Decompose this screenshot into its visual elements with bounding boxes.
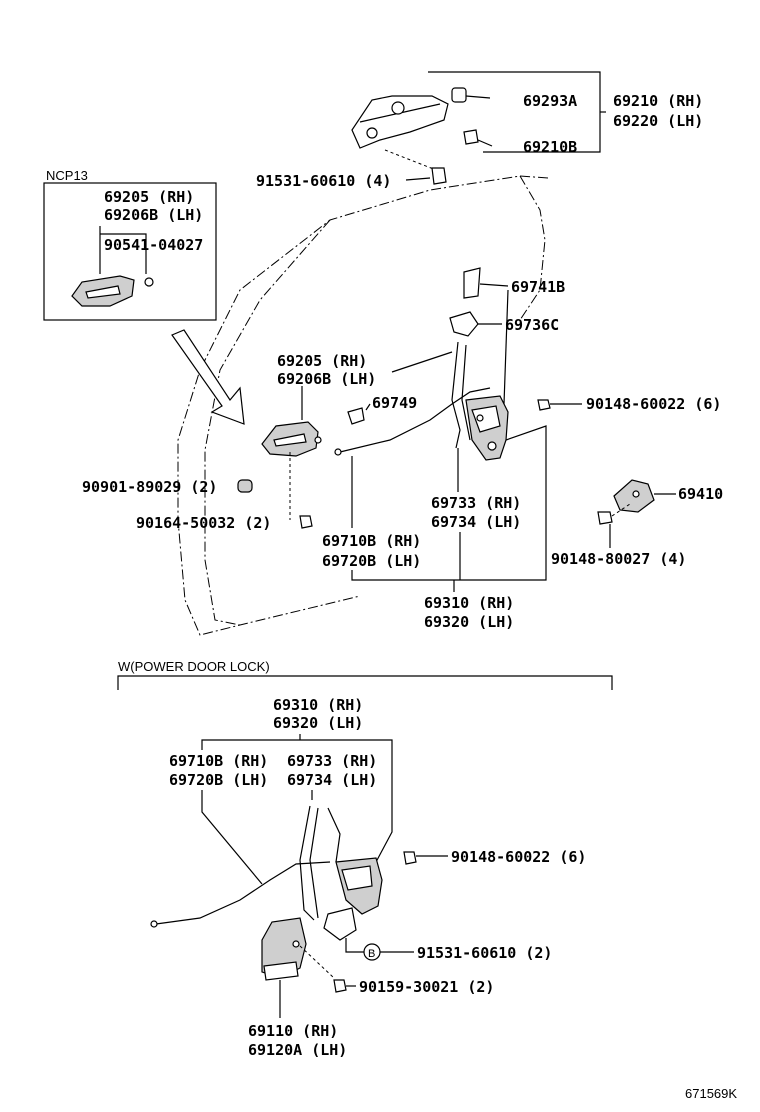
part-label-69293a: 69293A xyxy=(523,92,577,110)
ncp-inside-handle xyxy=(71,275,135,307)
ncp-label-90541: 90541-04027 xyxy=(104,236,203,254)
pl-label-69733-rh: 69733 (RH) xyxy=(287,752,377,770)
pl-label-90148-60022: 90148-60022 (6) xyxy=(451,848,586,866)
mid-label-69206b-lh: 69206B (LH) xyxy=(277,370,376,388)
pl-label-91531: 91531-60610 (2) xyxy=(417,944,552,962)
release-cable xyxy=(339,387,491,453)
pl-rod-a xyxy=(299,805,315,921)
part-69749 xyxy=(347,407,365,425)
power-lock-bracket xyxy=(117,675,613,690)
outside-door-handle xyxy=(351,95,449,149)
part-label-69210b: 69210B xyxy=(523,138,577,156)
door-striker-69410 xyxy=(613,479,655,513)
dash-handle-bolt xyxy=(384,149,437,171)
pl-cable-end xyxy=(150,920,158,928)
ncp13-inset-box xyxy=(43,182,217,321)
pl-screw-90159 xyxy=(333,979,347,993)
pl-rod-c xyxy=(327,807,341,863)
screw-90164 xyxy=(299,515,313,529)
bracket-69310 xyxy=(351,425,547,581)
inside-door-handle xyxy=(261,421,322,457)
mid-label-69733-rh: 69733 (RH) xyxy=(431,494,521,512)
circle-marker-b-label: B xyxy=(368,948,375,960)
pl-label-69120a-lh: 69120A (LH) xyxy=(248,1041,347,1059)
diagram-code: 671569K xyxy=(685,1086,737,1101)
ncp13-title: NCP13 xyxy=(46,168,88,183)
dash-striker-screw xyxy=(611,503,631,517)
part-label-91531-60610: 91531-60610 (4) xyxy=(256,172,391,190)
cable-end xyxy=(334,448,342,456)
leader-69749 xyxy=(365,403,371,411)
ncp-screw xyxy=(144,277,154,287)
part-label-69220-lh: 69220 (LH) xyxy=(613,112,703,130)
pl-leader-cable xyxy=(201,790,263,885)
pl-dash-actuator-screw xyxy=(299,945,335,979)
mid-label-69720b-lh: 69720B (LH) xyxy=(322,552,421,570)
pl-label-69320-lh: 69320 (LH) xyxy=(273,714,363,732)
part-69741b xyxy=(463,267,481,299)
power-lock-header: W(POWER DOOR LOCK) xyxy=(118,659,270,674)
pl-screw-90148-60022 xyxy=(403,851,417,865)
leader-69205-rod xyxy=(391,351,453,373)
lock-rod-a xyxy=(451,341,461,449)
pl-label-69720b-lh: 69720B (LH) xyxy=(169,771,268,789)
pl-label-69734-lh: 69734 (LH) xyxy=(287,771,377,789)
door-lock-assembly xyxy=(465,395,509,461)
mid-label-90901: 90901-89029 (2) xyxy=(82,478,217,496)
part-90901-89029 xyxy=(237,479,253,493)
ncp-leader-screw xyxy=(100,233,147,274)
pl-release-cable xyxy=(155,861,331,925)
screw-90148-80027 xyxy=(597,511,613,525)
mid-label-90148-60022: 90148-60022 (6) xyxy=(586,395,721,413)
screw-69210b xyxy=(463,129,493,147)
ncp-label-69205-rh: 69205 (RH) xyxy=(104,188,194,206)
ncp-label-69206b-lh: 69206B (LH) xyxy=(104,206,203,224)
lock-rod-b xyxy=(461,344,471,441)
pl-label-69310-rh: 69310 (RH) xyxy=(273,696,363,714)
part-label-69736c: 69736C xyxy=(505,316,559,334)
part-label-69210-rh: 69210 (RH) xyxy=(613,92,703,110)
mid-label-69710b-rh: 69710B (RH) xyxy=(322,532,421,550)
leader-lock-vertical xyxy=(503,289,509,405)
mid-label-90164: 90164-50032 (2) xyxy=(136,514,271,532)
mid-label-90148-80027: 90148-80027 (4) xyxy=(551,550,686,568)
part-label-69749: 69749 xyxy=(372,394,417,412)
screw-90148-60022 xyxy=(537,399,551,411)
door-lock-actuator-69110 xyxy=(261,917,307,981)
mid-label-69410: 69410 xyxy=(678,485,723,503)
pl-label-69710b-rh: 69710B (RH) xyxy=(169,752,268,770)
part-label-69741b: 69741B xyxy=(511,278,565,296)
door-frame-outline xyxy=(177,175,549,636)
pl-leader-b xyxy=(345,938,364,953)
mid-label-69320-lh: 69320 (LH) xyxy=(424,613,514,631)
bolt-91531 xyxy=(431,167,447,185)
pl-label-69110-rh: 69110 (RH) xyxy=(248,1022,338,1040)
part-69736c xyxy=(449,311,479,337)
mid-label-69205-rh: 69205 (RH) xyxy=(277,352,367,370)
leader-91531 xyxy=(405,177,431,181)
mid-label-69734-lh: 69734 (LH) xyxy=(431,513,521,531)
pl-rod-b xyxy=(309,807,319,919)
clip-69293a xyxy=(451,87,491,103)
pointer-arrow xyxy=(171,329,245,425)
mid-label-69310-rh: 69310 (RH) xyxy=(424,594,514,612)
pl-door-lock-assembly xyxy=(323,857,383,941)
leader-69741b xyxy=(479,283,509,287)
pl-label-90159: 90159-30021 (2) xyxy=(359,978,494,996)
pl-bracket-69310 xyxy=(201,739,393,863)
